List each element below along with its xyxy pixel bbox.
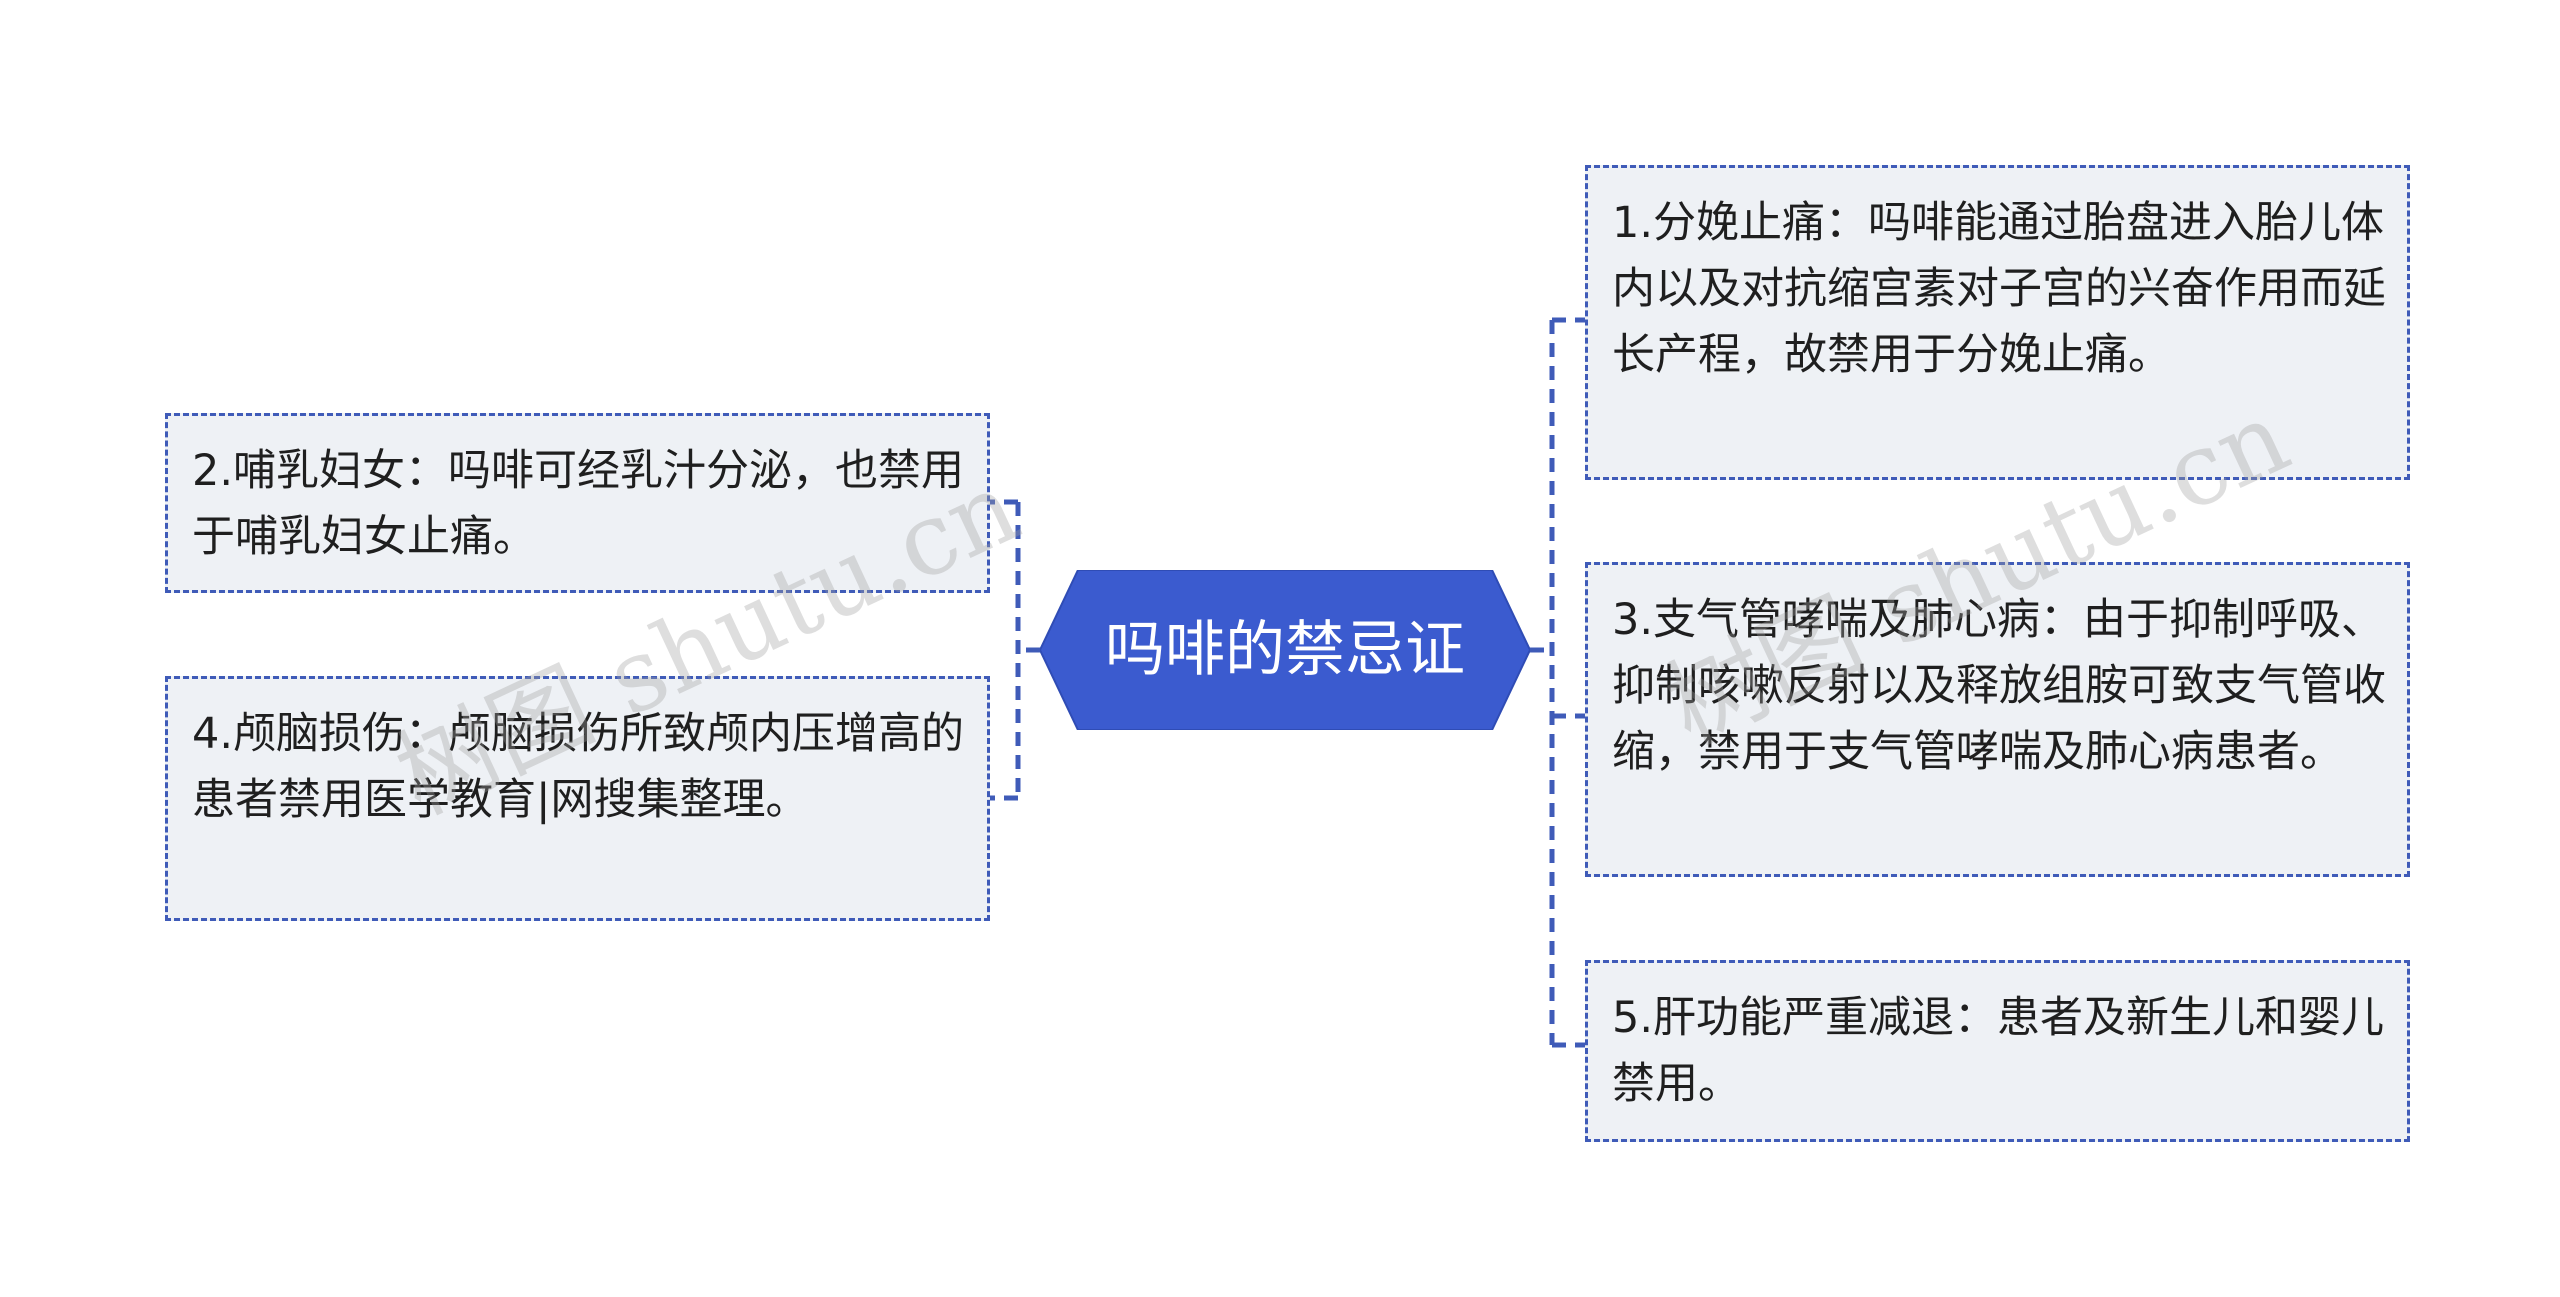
central-topic-shape — [1040, 570, 1530, 730]
branch-node-b1[interactable]: 1.分娩止痛：吗啡能通过胎盘进入胎儿体内以及对抗缩宫素对子宫的兴奋作用而延长产程… — [1585, 165, 2410, 480]
central-topic[interactable]: 吗啡的禁忌证 — [1040, 570, 1530, 730]
central-topic-label: 吗啡的禁忌证 — [1105, 615, 1465, 685]
branch-text-b5: 5.肝功能严重减退：患者及新生儿和婴儿禁用。 — [1612, 993, 2385, 1109]
branch-node-b5[interactable]: 5.肝功能严重减退：患者及新生儿和婴儿禁用。 — [1585, 960, 2410, 1142]
branch-node-b3[interactable]: 3.支气管哮喘及肺心病：由于抑制呼吸、抑制咳嗽反射以及释放组胺可致支气管收缩，禁… — [1585, 562, 2410, 877]
branch-node-b4[interactable]: 4.颅脑损伤：颅脑损伤所致颅内压增高的患者禁用医学教育|网搜集整理。 — [165, 676, 990, 921]
branch-text-b1: 1.分娩止痛：吗啡能通过胎盘进入胎儿体内以及对抗缩宫素对子宫的兴奋作用而延长产程… — [1612, 198, 2386, 380]
branch-text-b3: 3.支气管哮喘及肺心病：由于抑制呼吸、抑制咳嗽反射以及释放组胺可致支气管收缩，禁… — [1612, 595, 2386, 777]
branch-text-b2: 2.哺乳妇女：吗啡可经乳汁分泌，也禁用于哺乳妇女止痛。 — [192, 446, 965, 562]
branch-text-b4: 4.颅脑损伤：颅脑损伤所致颅内压增高的患者禁用医学教育|网搜集整理。 — [192, 709, 965, 825]
branch-node-b2[interactable]: 2.哺乳妇女：吗啡可经乳汁分泌，也禁用于哺乳妇女止痛。 — [165, 413, 990, 593]
